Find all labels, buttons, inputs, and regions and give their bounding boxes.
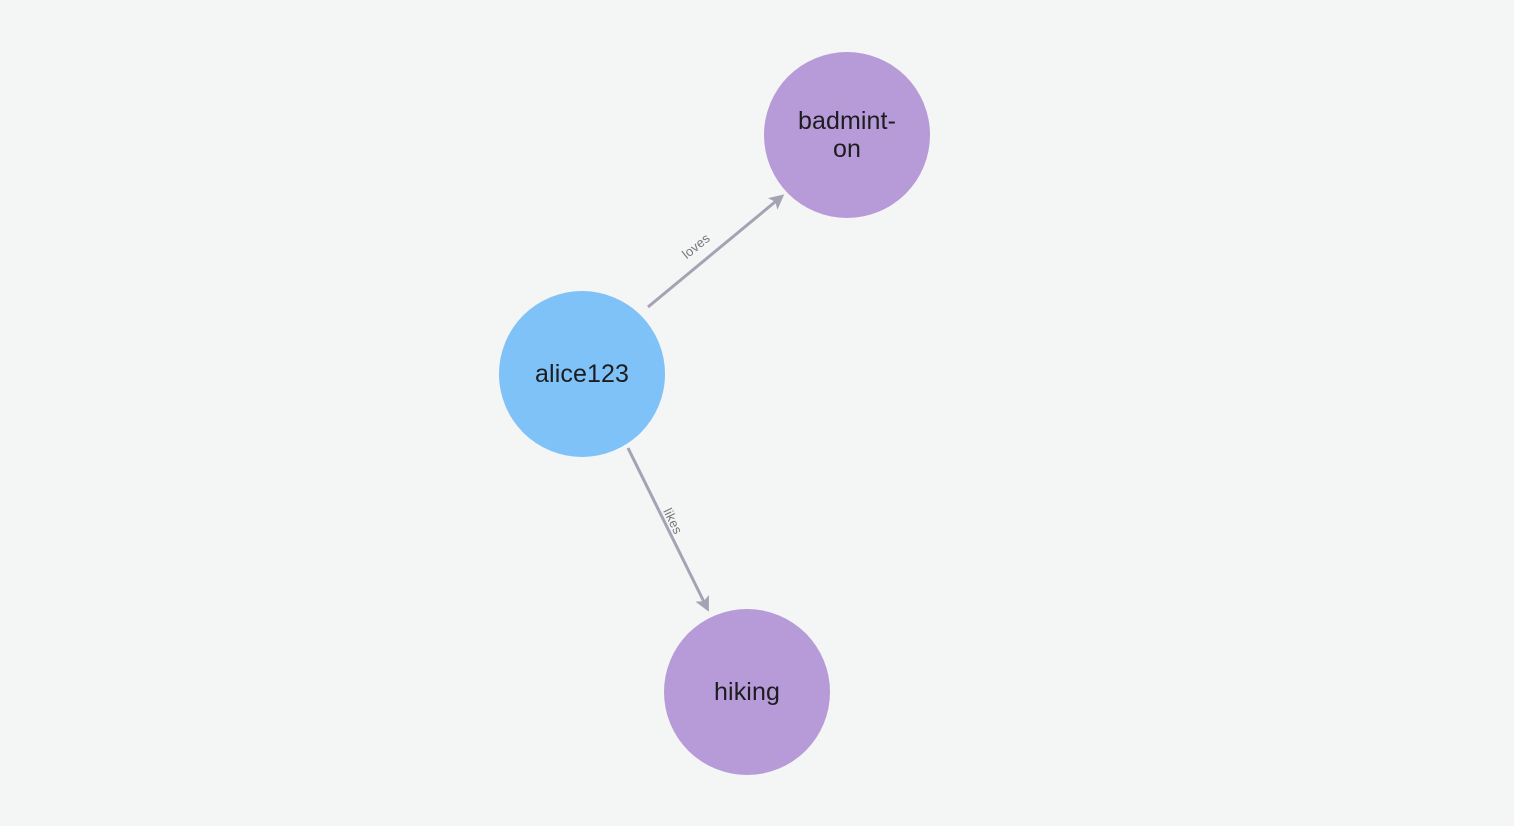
- edge-alice123-loves-badminton[interactable]: [647, 194, 785, 309]
- graph-node-badminton[interactable]: badmint- on: [764, 52, 930, 218]
- node-label-badminton: badmint- on: [797, 107, 897, 163]
- graph-node-alice123[interactable]: alice123: [499, 291, 665, 457]
- node-label-hiking: hiking: [714, 678, 780, 706]
- edge-alice123-likes-hiking[interactable]: [626, 447, 709, 612]
- graph-node-hiking[interactable]: hiking: [664, 609, 830, 775]
- node-label-alice123: alice123: [535, 360, 629, 388]
